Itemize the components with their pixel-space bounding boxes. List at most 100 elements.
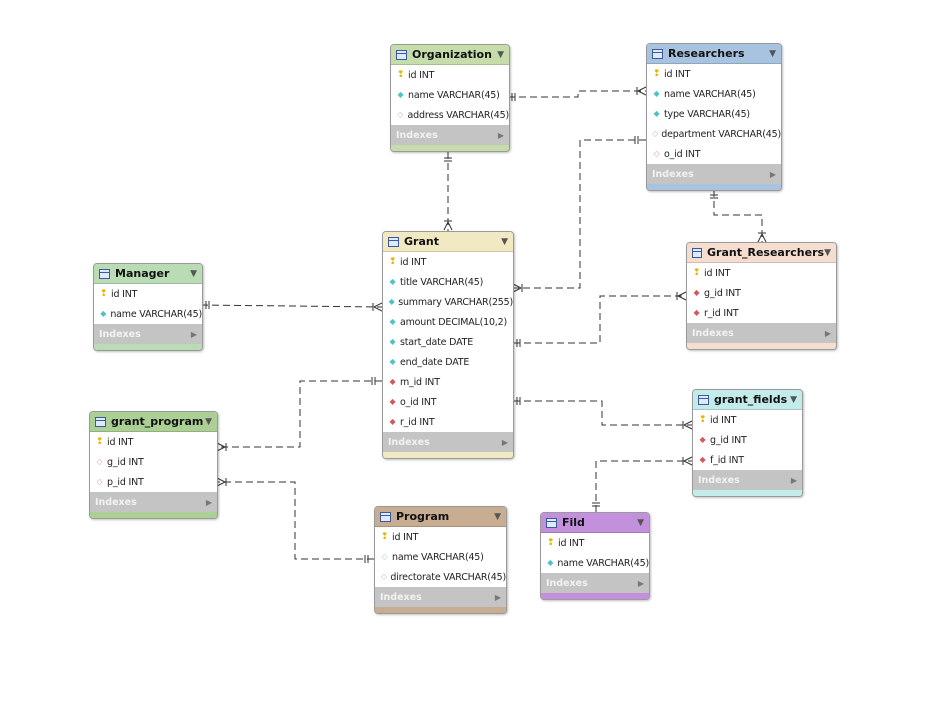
table-organization[interactable]: Organization▼❢id INT◆name VARCHAR(45)◇ad…: [390, 44, 510, 152]
expand-arrow-icon[interactable]: ▶: [190, 329, 197, 339]
column-row[interactable]: ❢id INT: [90, 432, 217, 452]
collapse-arrow-icon[interactable]: ▼: [501, 236, 508, 247]
column-row[interactable]: ◇p_id INT: [90, 472, 217, 492]
column-row[interactable]: ◆type VARCHAR(45): [647, 104, 781, 124]
column-row[interactable]: ❢id INT: [375, 527, 506, 547]
column-row[interactable]: ◆title VARCHAR(45): [383, 272, 513, 292]
column-row[interactable]: ◆name VARCHAR(45): [541, 553, 649, 573]
column-label: id INT: [400, 256, 427, 268]
column-row[interactable]: ❢id INT: [693, 410, 802, 430]
column-row[interactable]: ◆end_date DATE: [383, 352, 513, 372]
column-row[interactable]: ❢id INT: [94, 284, 202, 304]
relationship-organization-grant[interactable]: [443, 152, 453, 232]
column-label: name VARCHAR(45): [408, 89, 500, 101]
column-row[interactable]: ❢id INT: [383, 252, 513, 272]
relationship-line[interactable]: [217, 481, 374, 560]
indexes-row[interactable]: Indexes▶: [647, 164, 781, 184]
expand-arrow-icon[interactable]: ▶: [205, 497, 212, 507]
indexes-row[interactable]: Indexes▶: [383, 432, 513, 452]
indexes-row[interactable]: Indexes▶: [687, 323, 836, 343]
indexes-row[interactable]: Indexes▶: [391, 125, 509, 145]
column-row[interactable]: ◇directorate VARCHAR(45): [375, 567, 506, 587]
expand-arrow-icon[interactable]: ▶: [494, 592, 501, 602]
table-header[interactable]: Researchers▼: [647, 44, 781, 64]
relationship-program-grant-program[interactable]: [216, 477, 374, 563]
column-row[interactable]: ◆m_id INT: [383, 372, 513, 392]
indexes-row[interactable]: Indexes▶: [375, 587, 506, 607]
collapse-arrow-icon[interactable]: ▼: [824, 247, 831, 258]
relationship-grant-grant-program[interactable]: [216, 377, 382, 452]
table-fild[interactable]: Fild▼❢id INT◆name VARCHAR(45)Indexes▶: [540, 512, 650, 600]
one-cardinality-marker: [710, 194, 718, 199]
column-row[interactable]: ◆amount DECIMAL(10,2): [383, 312, 513, 332]
relationship-line[interactable]: [713, 190, 763, 242]
column-row[interactable]: ◆o_id INT: [383, 392, 513, 412]
relationship-line[interactable]: [595, 460, 692, 512]
collapse-arrow-icon[interactable]: ▼: [190, 268, 197, 279]
collapse-arrow-icon[interactable]: ▼: [637, 517, 644, 528]
table-header[interactable]: Organization▼: [391, 45, 509, 65]
table-header[interactable]: Grant▼: [383, 232, 513, 252]
relationship-grant-grant-fields[interactable]: [513, 397, 693, 430]
column-row[interactable]: ◆summary VARCHAR(255): [383, 292, 513, 312]
indexes-row[interactable]: Indexes▶: [90, 492, 217, 512]
collapse-arrow-icon[interactable]: ▼: [205, 416, 212, 427]
column-row[interactable]: ◆start_date DATE: [383, 332, 513, 352]
table-header[interactable]: Manager▼: [94, 264, 202, 284]
expand-arrow-icon[interactable]: ▶: [790, 475, 797, 485]
indexes-row[interactable]: Indexes▶: [693, 470, 802, 490]
collapse-arrow-icon[interactable]: ▼: [497, 49, 504, 60]
column-row[interactable]: ◇address VARCHAR(45): [391, 105, 509, 125]
indexes-row[interactable]: Indexes▶: [94, 324, 202, 344]
collapse-arrow-icon[interactable]: ▼: [790, 394, 797, 405]
relationship-line[interactable]: [513, 295, 686, 344]
relationship-line[interactable]: [513, 400, 692, 426]
table-grant-researchers[interactable]: Grant_Researchers▼❢id INT◆g_id INT◆r_id …: [686, 242, 837, 350]
column-row[interactable]: ❢id INT: [647, 64, 781, 84]
column-row[interactable]: ❢id INT: [687, 263, 836, 283]
column-row[interactable]: ❢id INT: [541, 533, 649, 553]
table-manager[interactable]: Manager▼❢id INT◆name VARCHAR(45)Indexes▶: [93, 263, 203, 351]
relationship-organization-researchers[interactable]: [508, 86, 647, 101]
relationship-manager-grant[interactable]: [200, 301, 383, 312]
column-row[interactable]: ◆name VARCHAR(45): [391, 85, 509, 105]
relationship-grant-grant-researchers[interactable]: [513, 291, 687, 347]
indexes-row[interactable]: Indexes▶: [541, 573, 649, 593]
column-row[interactable]: ◆r_id INT: [687, 303, 836, 323]
column-row[interactable]: ◆g_id INT: [693, 430, 802, 450]
relationship-fild-grant-fields[interactable]: [592, 456, 693, 512]
relationship-line[interactable]: [200, 304, 383, 308]
table-researchers[interactable]: Researchers▼❢id INT◆name VARCHAR(45)◆typ…: [646, 43, 782, 191]
relationship-researchers-grant-researchers[interactable]: [710, 190, 767, 243]
relationship-researchers-grant[interactable]: [512, 136, 646, 293]
table-program[interactable]: Program▼❢id INT◇name VARCHAR(45)◇directo…: [374, 506, 507, 614]
collapse-arrow-icon[interactable]: ▼: [769, 48, 776, 59]
table-header[interactable]: Fild▼: [541, 513, 649, 533]
column-row[interactable]: ◇department VARCHAR(45): [647, 124, 781, 144]
expand-arrow-icon[interactable]: ▶: [824, 328, 831, 338]
expand-arrow-icon[interactable]: ▶: [501, 437, 508, 447]
relationship-line[interactable]: [508, 90, 646, 98]
column-row[interactable]: ❢id INT: [391, 65, 509, 85]
table-header[interactable]: grant_program▼: [90, 412, 217, 432]
relationship-line[interactable]: [513, 139, 646, 289]
table-header[interactable]: Program▼: [375, 507, 506, 527]
relationship-line[interactable]: [217, 380, 382, 448]
table-header[interactable]: Grant_Researchers▼: [687, 243, 836, 263]
column-row[interactable]: ◆r_id INT: [383, 412, 513, 432]
table-grant[interactable]: Grant▼❢id INT◆title VARCHAR(45)◆summary …: [382, 231, 514, 459]
expand-arrow-icon[interactable]: ▶: [769, 169, 776, 179]
column-row[interactable]: ◇o_id INT: [647, 144, 781, 164]
column-row[interactable]: ◆g_id INT: [687, 283, 836, 303]
column-row[interactable]: ◇g_id INT: [90, 452, 217, 472]
table-header[interactable]: grant_fields▼: [693, 390, 802, 410]
collapse-arrow-icon[interactable]: ▼: [494, 511, 501, 522]
column-row[interactable]: ◆name VARCHAR(45): [94, 304, 202, 324]
expand-arrow-icon[interactable]: ▶: [497, 130, 504, 140]
column-row[interactable]: ◇name VARCHAR(45): [375, 547, 506, 567]
column-row[interactable]: ◆name VARCHAR(45): [647, 84, 781, 104]
column-row[interactable]: ◆f_id INT: [693, 450, 802, 470]
expand-arrow-icon[interactable]: ▶: [637, 578, 644, 588]
